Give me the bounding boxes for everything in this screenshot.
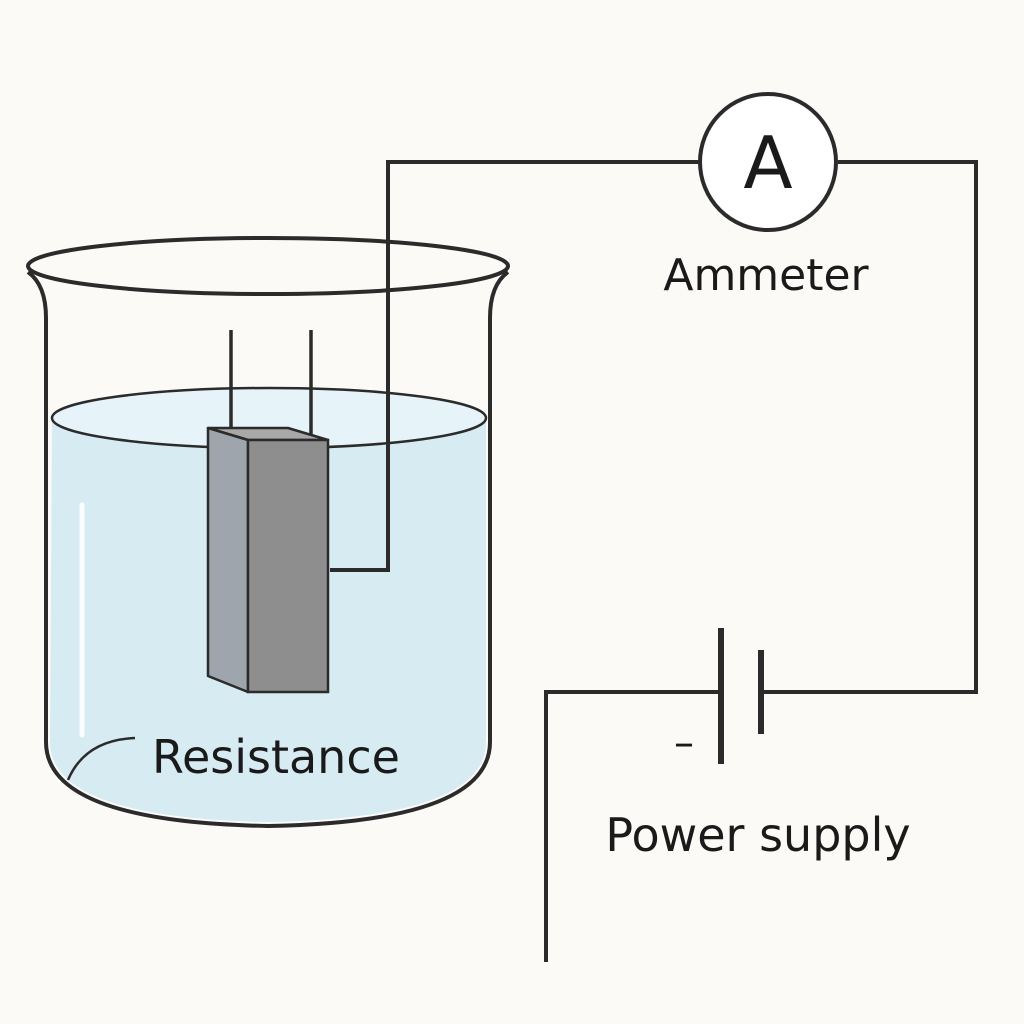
battery-polarity-label: – (674, 720, 694, 766)
beaker-wall (26, 270, 510, 829)
ammeter-label: Ammeter (663, 250, 869, 301)
beaker-bottom-curve (66, 736, 136, 781)
wire-ammeter-to-battery (762, 160, 978, 694)
beaker-rim (26, 236, 510, 296)
resistance-label: Resistance (152, 730, 400, 784)
ammeter-icon: A (698, 92, 838, 232)
wire-battery-negative-lead (544, 690, 720, 962)
resistor-front-face (246, 438, 330, 694)
resistor-side-face (206, 426, 250, 694)
battery-cell-icon (718, 628, 764, 764)
ammeter-circle (698, 92, 838, 232)
ammeter-symbol: A (743, 121, 792, 205)
resistor-block-icon (206, 330, 330, 694)
circuit-wires (330, 160, 978, 962)
wire-resistor-to-ammeter (330, 160, 700, 572)
power-supply-label: Power supply (605, 808, 910, 862)
